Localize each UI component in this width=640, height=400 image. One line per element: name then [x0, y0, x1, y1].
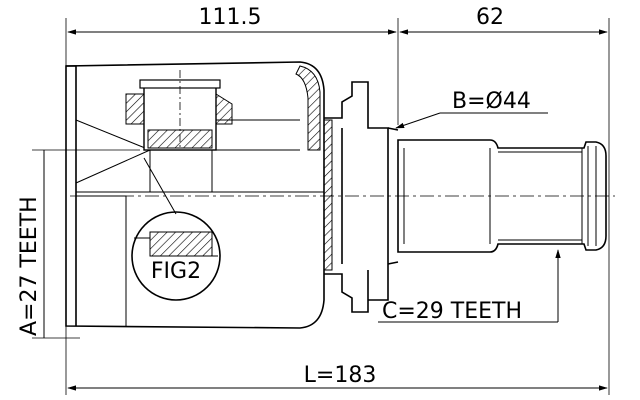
dimension-top-right: 62 — [476, 5, 504, 30]
dimension-spline-b: B=Ø44 — [452, 89, 531, 114]
roller-assembly — [125, 70, 233, 151]
dimension-top-left: 111.5 — [199, 5, 262, 30]
dimension-overall-length: L=183 — [304, 363, 377, 388]
flange — [323, 81, 399, 313]
housing — [65, 61, 325, 329]
fig2-detail: FIG2 — [131, 157, 221, 301]
dimension-spline-a: A=27 TEETH — [17, 196, 42, 336]
fig2-label: FIG2 — [151, 259, 201, 284]
dimension-spline-c: C=29 TEETH — [382, 299, 522, 324]
dimension-lines — [32, 18, 610, 395]
stub-shaft — [397, 139, 607, 253]
